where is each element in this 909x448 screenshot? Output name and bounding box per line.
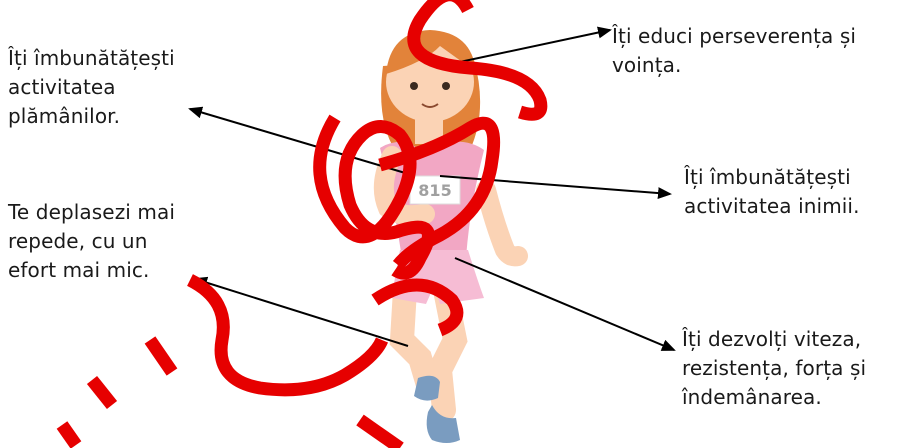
bib-number: 815 — [418, 181, 451, 200]
watermark-arc-left — [190, 280, 382, 390]
watermark-dash-1 — [150, 340, 172, 372]
runner-shoe-front — [414, 376, 440, 401]
arrow-lungs — [190, 109, 412, 175]
arrow-speed-strength — [455, 258, 674, 350]
watermark-dash-4 — [360, 420, 400, 448]
runner-arm-back — [486, 190, 518, 256]
runner-eye-left — [410, 82, 418, 90]
runner-leg-front — [402, 290, 428, 385]
watermark-dash-3 — [62, 425, 76, 445]
watermark-dash-2 — [92, 380, 112, 405]
runner-eye-right — [442, 82, 450, 90]
arrow-perseverance — [455, 30, 610, 63]
